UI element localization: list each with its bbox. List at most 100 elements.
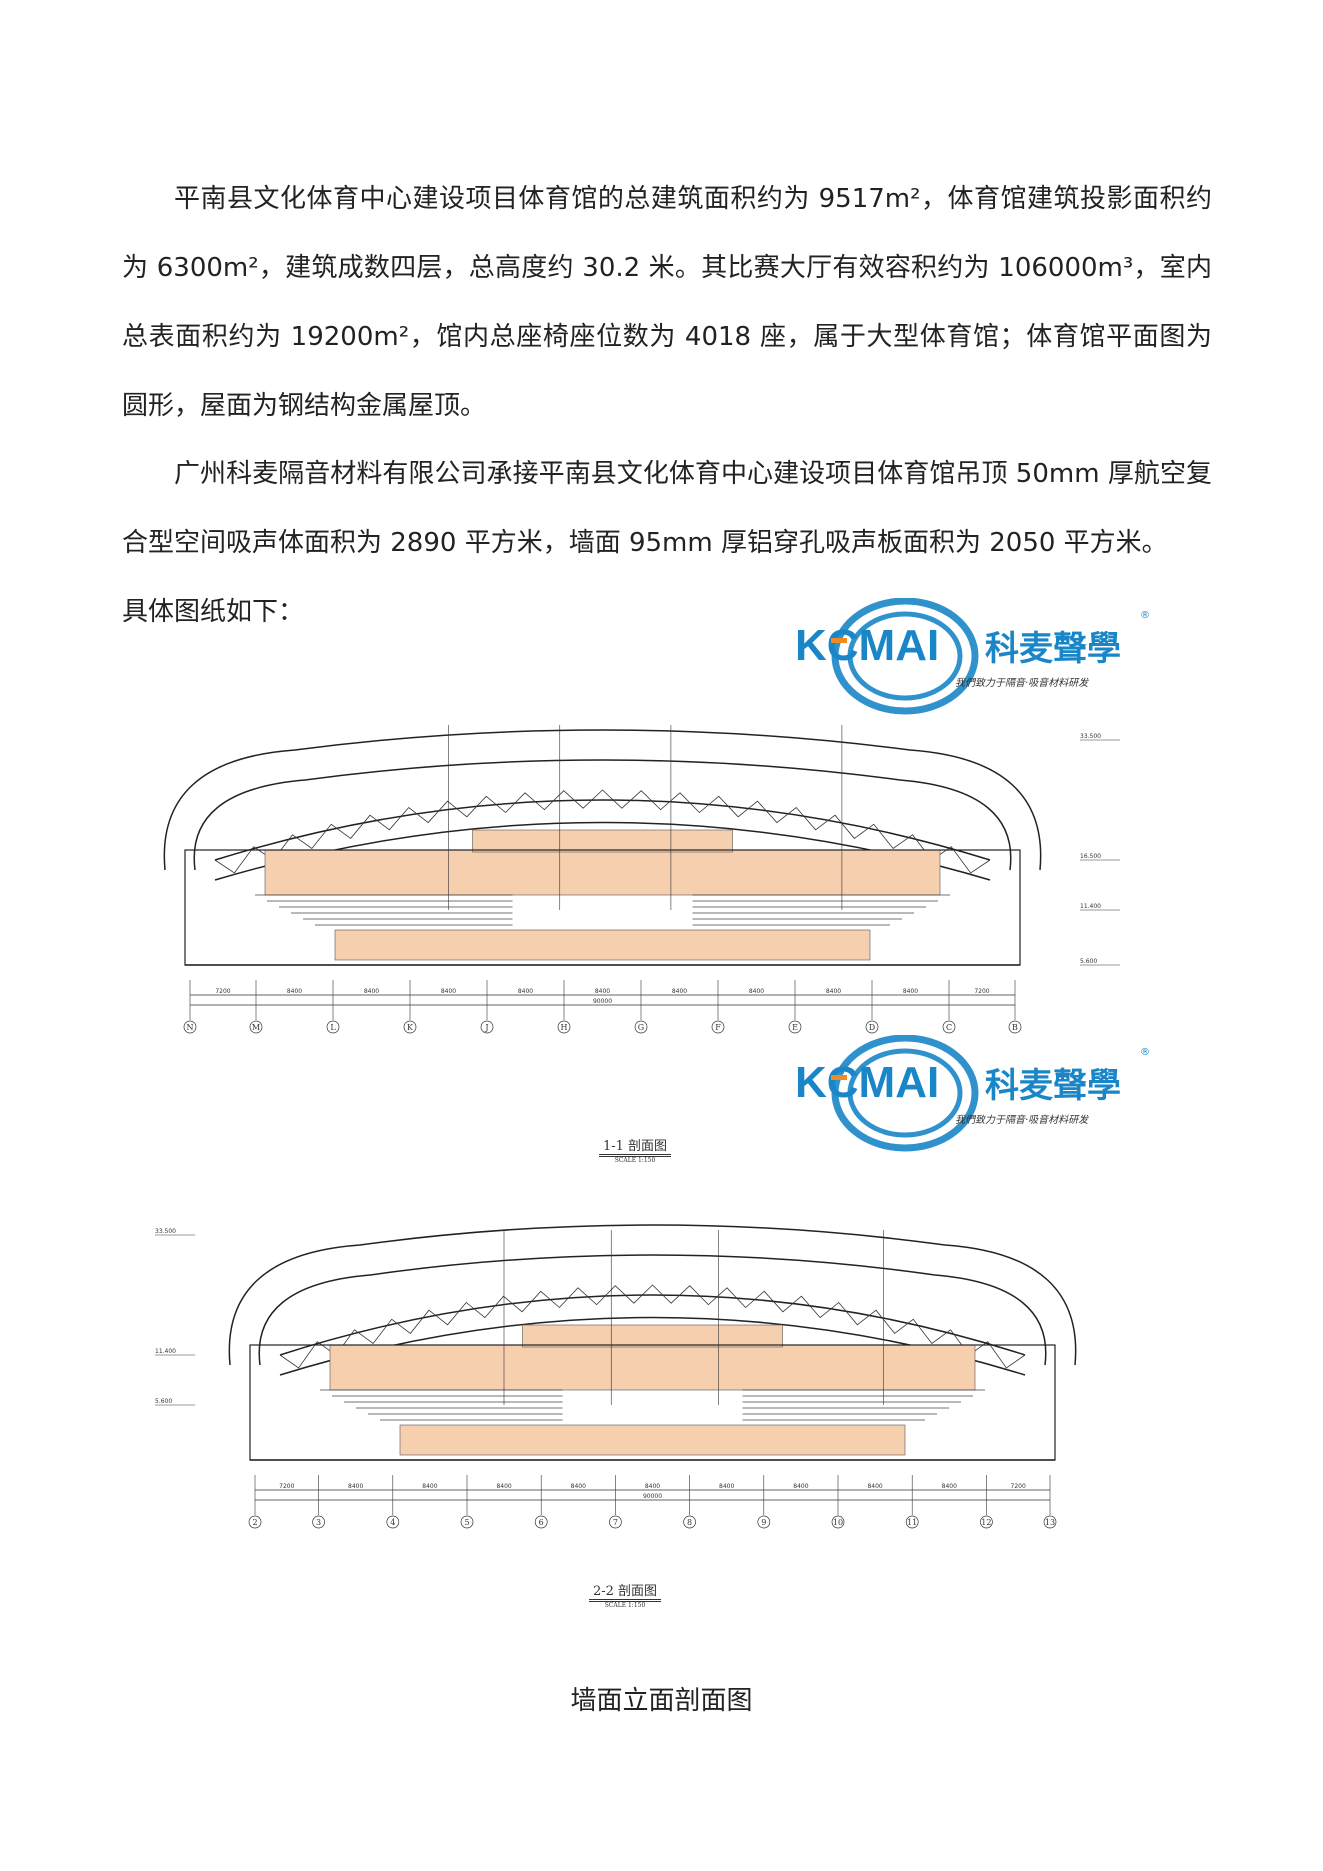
axis-label: 11 <box>907 1518 917 1527</box>
axis-bubble <box>403 1020 417 1034</box>
truss-web <box>279 1284 1026 1369</box>
dimension-label: 8400 <box>867 1483 882 1490</box>
axis-label: 9 <box>761 1518 766 1527</box>
logo-accent <box>831 1075 847 1080</box>
axis-label: N <box>187 1023 194 1032</box>
drawing-caption-1-1: 1-1 剖面图 SCALE 1:150 <box>565 1135 705 1164</box>
axis-bubble <box>460 1515 474 1529</box>
dimension-label: 8400 <box>645 1483 660 1490</box>
dimension-label: 8400 <box>496 1483 511 1490</box>
axis-bubble <box>326 1020 340 1034</box>
axis-label: 2 <box>252 1518 257 1527</box>
dimension-label: 8400 <box>826 988 841 995</box>
lower-wall-panel <box>334 929 871 961</box>
axis-label: 7 <box>613 1518 618 1527</box>
axis-label: B <box>1012 1023 1018 1032</box>
drawing-caption-2-2: 2-2 剖面图 SCALE 1:150 <box>555 1580 695 1609</box>
logo-brand: KCMAI <box>795 621 939 670</box>
registered-mark: ® <box>1140 610 1150 621</box>
axis-bubble <box>865 1020 879 1034</box>
axis-bubble <box>557 1020 571 1034</box>
drawing-scale: SCALE 1:150 <box>604 1602 646 1609</box>
paragraph-project-intro: 平南县文化体育中心建设项目体育馆的总建筑面积约为 9517m²，体育馆建筑投影面… <box>122 184 1212 421</box>
axis-bubble <box>942 1020 956 1034</box>
axis-label: 3 <box>316 1518 321 1527</box>
elevation-label: 5.600 <box>155 1398 172 1405</box>
axis-label: H <box>561 1023 568 1032</box>
section-drawing-2-2: 33.500 11.400 5.600 90000 2 7200 3 8400 4 8400 5 84… <box>155 1224 1077 1529</box>
axis-bubble <box>1043 1515 1057 1529</box>
dimension-label: 7200 <box>279 1483 294 1490</box>
logo-brand: KCMAI <box>795 1058 939 1107</box>
axis-label: 5 <box>464 1518 469 1527</box>
total-dimension-label: 90000 <box>593 998 612 1005</box>
axis-bubble <box>534 1515 548 1529</box>
axis-label: K <box>407 1023 414 1032</box>
axis-bubble <box>248 1515 262 1529</box>
logo-ring-icon <box>847 1048 963 1138</box>
dimension-label: 7200 <box>1011 1483 1026 1490</box>
elevation-label: 16.500 <box>1080 853 1101 860</box>
dimension-label: 8400 <box>571 1483 586 1490</box>
axis-label: 6 <box>539 1518 544 1527</box>
dimension-label: 7200 <box>215 988 230 995</box>
axis-label: 10 <box>833 1518 843 1527</box>
dimension-label: 8400 <box>903 988 918 995</box>
roof-outer-arc <box>163 729 1042 871</box>
paragraph-contract-scope: 广州科麦隔音材料有限公司承接平南县文化体育中心建设项目体育馆吊顶 50mm 厚航… <box>122 459 1212 558</box>
axis-bubble <box>249 1020 263 1034</box>
upper-wall-panel <box>472 829 733 853</box>
axis-label: D <box>869 1023 875 1032</box>
logo-cn: 科麦聲學 <box>985 1066 1121 1106</box>
axis-label: L <box>330 1023 336 1032</box>
elevation-label: 33.500 <box>1080 733 1101 740</box>
wall-absorption-panel <box>329 1344 976 1391</box>
axis-bubble <box>386 1515 400 1529</box>
dimension-label: 8400 <box>719 1483 734 1490</box>
paragraph-drawings-intro: 具体图纸如下： <box>122 597 305 627</box>
axis-label: C <box>946 1023 952 1032</box>
elevation-label: 11.400 <box>155 1348 176 1355</box>
axis-bubble <box>183 1020 197 1034</box>
elevation-label: 5.600 <box>1080 958 1097 965</box>
logo-ring-icon <box>831 598 979 715</box>
drawing-title: 2-2 剖面图 <box>588 1580 662 1602</box>
axis-bubble <box>480 1020 494 1034</box>
axis-bubble <box>609 1515 622 1529</box>
axis-label: G <box>638 1023 644 1032</box>
dimension-label: 8400 <box>518 988 533 995</box>
dimension-label: 8400 <box>942 1483 957 1490</box>
logo-slogan: 我們致力于隔音·吸音材料研发 <box>955 1114 1089 1126</box>
axis-label: E <box>792 1023 798 1032</box>
roof-outer-arc <box>228 1224 1077 1366</box>
axis-label: F <box>715 1023 721 1032</box>
axis-label: 8 <box>687 1518 692 1527</box>
axis-bubble <box>711 1020 725 1034</box>
elevation-label: 33.500 <box>155 1228 176 1235</box>
axis-bubble <box>683 1515 696 1529</box>
axis-bubble <box>312 1515 325 1529</box>
axis-label: 4 <box>390 1518 395 1527</box>
logo-cn: 科麦聲學 <box>985 629 1121 669</box>
axis-bubble <box>634 1020 648 1034</box>
total-dimension-label: 90000 <box>643 1493 662 1500</box>
dimension-label: 8400 <box>348 1483 363 1490</box>
dimension-label: 8400 <box>287 988 302 995</box>
logo-ring-icon <box>847 611 963 701</box>
roof-inner-arc <box>258 1254 1047 1366</box>
logo-slogan: 我們致力于隔音·吸音材料研发 <box>955 677 1089 689</box>
axis-label: 13 <box>1045 1518 1055 1527</box>
logo-ring-icon <box>831 1035 979 1152</box>
axis-label: J <box>484 1023 488 1032</box>
dimension-label: 8400 <box>793 1483 808 1490</box>
dimension-label: 7200 <box>974 988 989 995</box>
axis-label: M <box>252 1023 260 1032</box>
dimension-label: 8400 <box>595 988 610 995</box>
roof-inner-arc <box>193 759 1012 871</box>
lower-wall-panel <box>399 1424 906 1456</box>
logo-accent <box>831 638 847 643</box>
figure-caption: 墙面立面剖面图 <box>570 1686 753 1716</box>
